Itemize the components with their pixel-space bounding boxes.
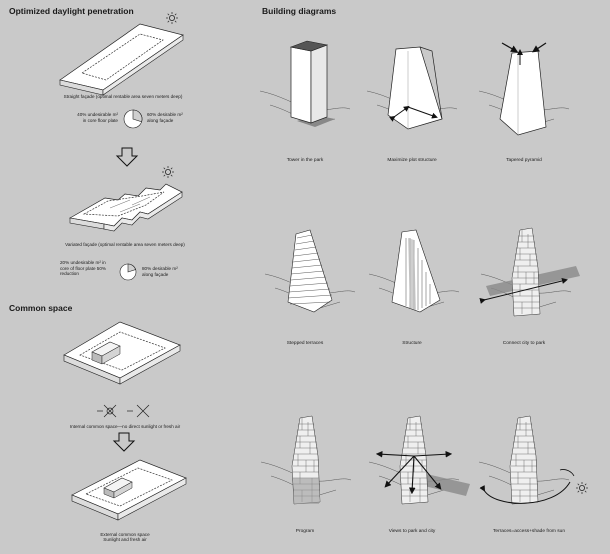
variated-facade-plate bbox=[68, 183, 183, 232]
heading-common-space: Common space bbox=[9, 303, 73, 313]
structure-diagram bbox=[368, 229, 460, 313]
caption-structure: Structure bbox=[402, 341, 422, 346]
heading-daylight: Optimized daylight penetration bbox=[9, 6, 134, 16]
caption-straight-facade: Straight façade (optimal rentable area s… bbox=[63, 94, 183, 99]
stat1-right-line1: 60% desirable m² bbox=[147, 112, 183, 117]
no-sunlight-icon bbox=[97, 404, 150, 418]
stat2-right: 80% desirable m² along façade bbox=[142, 266, 178, 277]
caption-external-line1: External common space bbox=[100, 532, 150, 537]
stat1-left-line2: in core floor plate bbox=[82, 117, 118, 123]
caption-stepped-terraces: Stepped terraces bbox=[286, 341, 324, 346]
caption-terraces-sun: Terraces=access+shade from sun bbox=[493, 529, 565, 534]
down-arrow-icon-2 bbox=[112, 432, 136, 452]
stat1-right: 60% desirable m² along façade bbox=[147, 112, 183, 123]
down-arrow-icon bbox=[115, 147, 139, 167]
pie-chart-2 bbox=[119, 263, 137, 281]
pie-chart-1 bbox=[123, 109, 143, 129]
straight-facade-plate bbox=[59, 23, 184, 96]
caption-external-line2: Sunlight and fresh air bbox=[103, 537, 147, 542]
internal-common-space-plate bbox=[63, 321, 181, 385]
program-diagram bbox=[260, 415, 352, 505]
stepped-terraces-diagram bbox=[264, 229, 356, 313]
sun-icon bbox=[165, 11, 179, 25]
caption-connect-city-park: Connect city to park bbox=[502, 341, 546, 346]
stat1-left: 40% undesirable m² in core floor plate bbox=[56, 112, 118, 123]
caption-internal-common: Internal common space—no direct sunlight… bbox=[69, 424, 181, 429]
sun-icon-2 bbox=[575, 481, 589, 495]
stat2-right-line1: 80% desirable m² bbox=[142, 266, 178, 271]
stat1-left-line1: 40% undesirable m² bbox=[77, 112, 118, 117]
caption-tower-in-park: Tower in the park bbox=[286, 158, 324, 163]
caption-program: Program bbox=[295, 529, 315, 534]
heading-building-diagrams: Building diagrams bbox=[262, 6, 337, 16]
stat1-right-line2: along façade bbox=[147, 117, 174, 123]
stat2-right-line2: along façade bbox=[142, 271, 169, 277]
stat2-left: 20% undesirable m² in core of floor plat… bbox=[60, 260, 106, 277]
external-common-space-plate bbox=[71, 459, 187, 521]
stat2-left-line1: 20% undesirable m² in bbox=[60, 260, 106, 265]
stat2-left-line3: reduction bbox=[60, 271, 79, 277]
maximize-plot-diagram bbox=[366, 46, 458, 130]
tapered-pyramid-diagram bbox=[478, 42, 570, 136]
terraces-sun-diagram bbox=[478, 415, 589, 505]
caption-variated-facade: Variated façade (optimal rentable area s… bbox=[65, 242, 185, 247]
views-diagram bbox=[368, 415, 470, 505]
connect-city-park-diagram bbox=[479, 227, 580, 317]
stat2-left-line2: core of floor plate 50% bbox=[60, 265, 106, 271]
caption-maximize-plot: Maximize plot structure bbox=[387, 158, 437, 163]
caption-tapered-pyramid: Tapered pyramid bbox=[506, 158, 542, 163]
caption-views: Views to park and city bbox=[388, 529, 436, 534]
tower-in-park-diagram bbox=[259, 40, 351, 127]
caption-external-common: External common space Sunlight and fresh… bbox=[70, 532, 180, 542]
